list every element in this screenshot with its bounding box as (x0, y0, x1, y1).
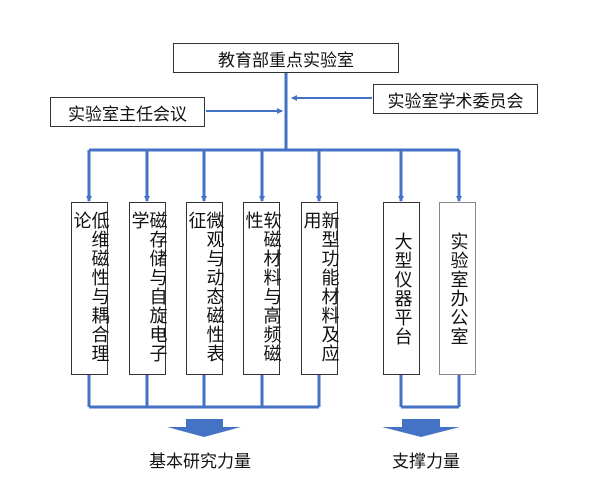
research-unit-new-functional: 新型功能材料及应用 (300, 202, 340, 375)
research-unit-low-dim-magnetism: 低维磁性与耦合理论 (70, 202, 110, 375)
support-unit-label: 实验室办公室 (447, 231, 469, 346)
research-unit-label: 新型功能材料及应用 (300, 211, 340, 363)
research-unit-magnetic-storage: 磁存储与自旋电子学 (128, 202, 168, 375)
research-unit-soft-magnetic: 软磁材料与高频磁性 (242, 202, 282, 375)
research-unit-label: 软磁材料与高频磁性 (242, 211, 282, 363)
support-unit-lab-office: 实验室办公室 (439, 202, 476, 375)
research-group-label: 基本研究力量 (149, 452, 251, 472)
support-unit-label: 大型仪器平台 (391, 231, 413, 346)
academic-committee-label: 实验室学术委员会 (387, 91, 524, 112)
support-unit-instrument-platform: 大型仪器平台 (383, 202, 420, 375)
academic-committee-node: 实验室学术委员会 (373, 84, 538, 114)
research-big-arrow (167, 419, 241, 437)
support-group-label: 支撑力量 (392, 452, 460, 472)
support-big-arrow (382, 419, 460, 437)
director-meeting-node: 实验室主任会议 (50, 97, 205, 127)
root-node-label: 教育部重点实验室 (218, 50, 354, 71)
branch-arrows (86, 150, 462, 202)
research-unit-label: 微观与动态磁性表征 (185, 211, 225, 363)
research-unit-label: 低维磁性与耦合理论 (70, 211, 110, 363)
bottom-collectors (87, 375, 461, 409)
root-node: 教育部重点实验室 (173, 43, 399, 73)
director-meeting-label: 实验室主任会议 (68, 104, 187, 125)
research-unit-label: 磁存储与自旋电子学 (128, 211, 168, 363)
research-unit-micro-dynamic: 微观与动态磁性表征 (185, 202, 225, 375)
